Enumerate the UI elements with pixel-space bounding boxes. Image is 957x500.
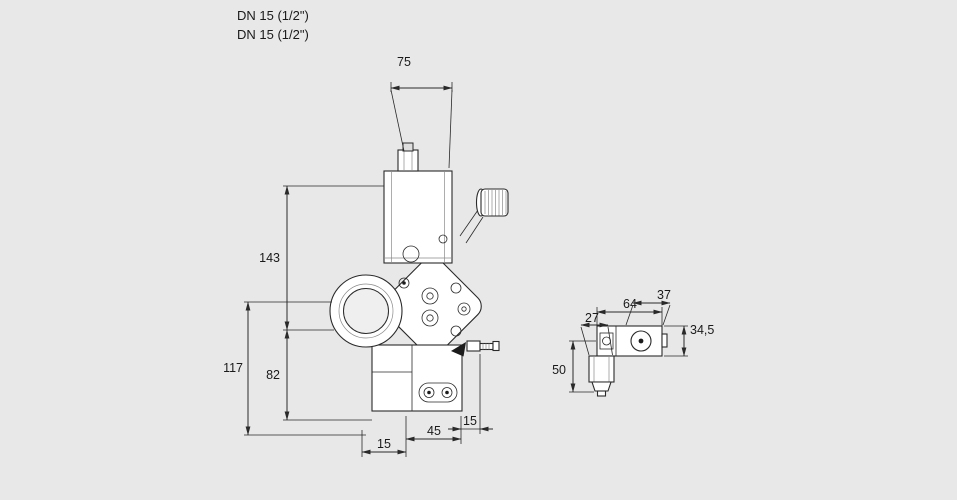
dim-75-leader-left — [390, 89, 405, 152]
body-port-circle — [402, 245, 420, 263]
top-screw-body — [397, 149, 419, 172]
block-bolt-left — [423, 387, 435, 398]
solenoid-side-view — [588, 325, 668, 397]
dn-label-line1: DN 15 (1/2") — [237, 8, 309, 23]
dim-37-leader-left — [625, 304, 634, 326]
dim-label-45: 45 — [427, 424, 441, 438]
body-bolt-lower-inner — [426, 314, 434, 322]
dn-label-line2: DN 15 (1/2") — [237, 27, 309, 42]
body-bolt-lower — [421, 309, 439, 327]
pipe-flange-bore — [343, 288, 389, 334]
body-screw-1 — [450, 282, 462, 294]
dim-label-50: 50 — [552, 363, 566, 377]
dim-label-117: 117 — [223, 361, 243, 375]
body-screw-4 — [398, 277, 410, 289]
body-screw-2-inner — [461, 306, 467, 312]
test-nipple-threads — [482, 343, 490, 350]
body-small-circle — [438, 234, 448, 244]
dn-size-labels: DN 15 (1/2") DN 15 (1/2") — [237, 8, 309, 42]
block-slot — [418, 382, 458, 403]
test-nipple-base — [466, 340, 481, 352]
solenoid-port-center — [638, 338, 644, 344]
valve-body-diamond — [382, 256, 482, 356]
dim-label-64: 64 — [623, 297, 637, 311]
main-valve-drawing — [329, 142, 509, 412]
body-screw-2 — [457, 302, 471, 316]
flow-direction-arrow — [451, 342, 466, 357]
block-bolt-right — [441, 387, 453, 398]
body-bolt-upper — [421, 287, 439, 305]
dim-27-leader-right — [607, 326, 613, 356]
dim-label-27: 27 — [585, 311, 599, 325]
test-nipple-stem — [479, 342, 494, 351]
knob-hatch — [484, 190, 507, 216]
block-bolt-left-dot — [427, 390, 431, 395]
body-bolt-upper-inner — [426, 292, 434, 300]
dim-label-34-5: 34,5 — [690, 323, 714, 337]
solenoid-right-tab — [661, 333, 668, 348]
dim-75-leader-right — [448, 89, 453, 169]
body-screw-3 — [450, 325, 462, 337]
main-valve-dimensions: 75 143 82 117 15 4 — [223, 55, 493, 457]
actuator-housing — [383, 170, 453, 264]
adjustment-knob — [480, 188, 509, 217]
solenoid-connector-tip — [596, 390, 607, 397]
dim-37-leader-right — [662, 304, 671, 326]
body-screw-4-dot — [402, 281, 406, 285]
dim-label-82: 82 — [266, 368, 280, 382]
solenoid-connector — [591, 381, 612, 392]
pipe-flange-thread — [338, 283, 394, 339]
solenoid-coil — [588, 355, 615, 383]
test-nipple-cap — [492, 340, 500, 352]
solenoid-dimensions: 64 27 37 34,5 50 — [552, 288, 714, 393]
knob-stem-line-2 — [465, 216, 484, 244]
dim-label-15-left: 15 — [377, 437, 391, 451]
dim-label-37: 37 — [657, 288, 671, 302]
dim-label-75: 75 — [397, 55, 411, 69]
dim-label-15-right: 15 — [463, 414, 477, 428]
block-bolt-right-dot — [445, 390, 449, 395]
top-screw-cap — [402, 142, 414, 152]
dim-label-143: 143 — [259, 251, 280, 265]
knob-stem-line-1 — [459, 209, 479, 237]
